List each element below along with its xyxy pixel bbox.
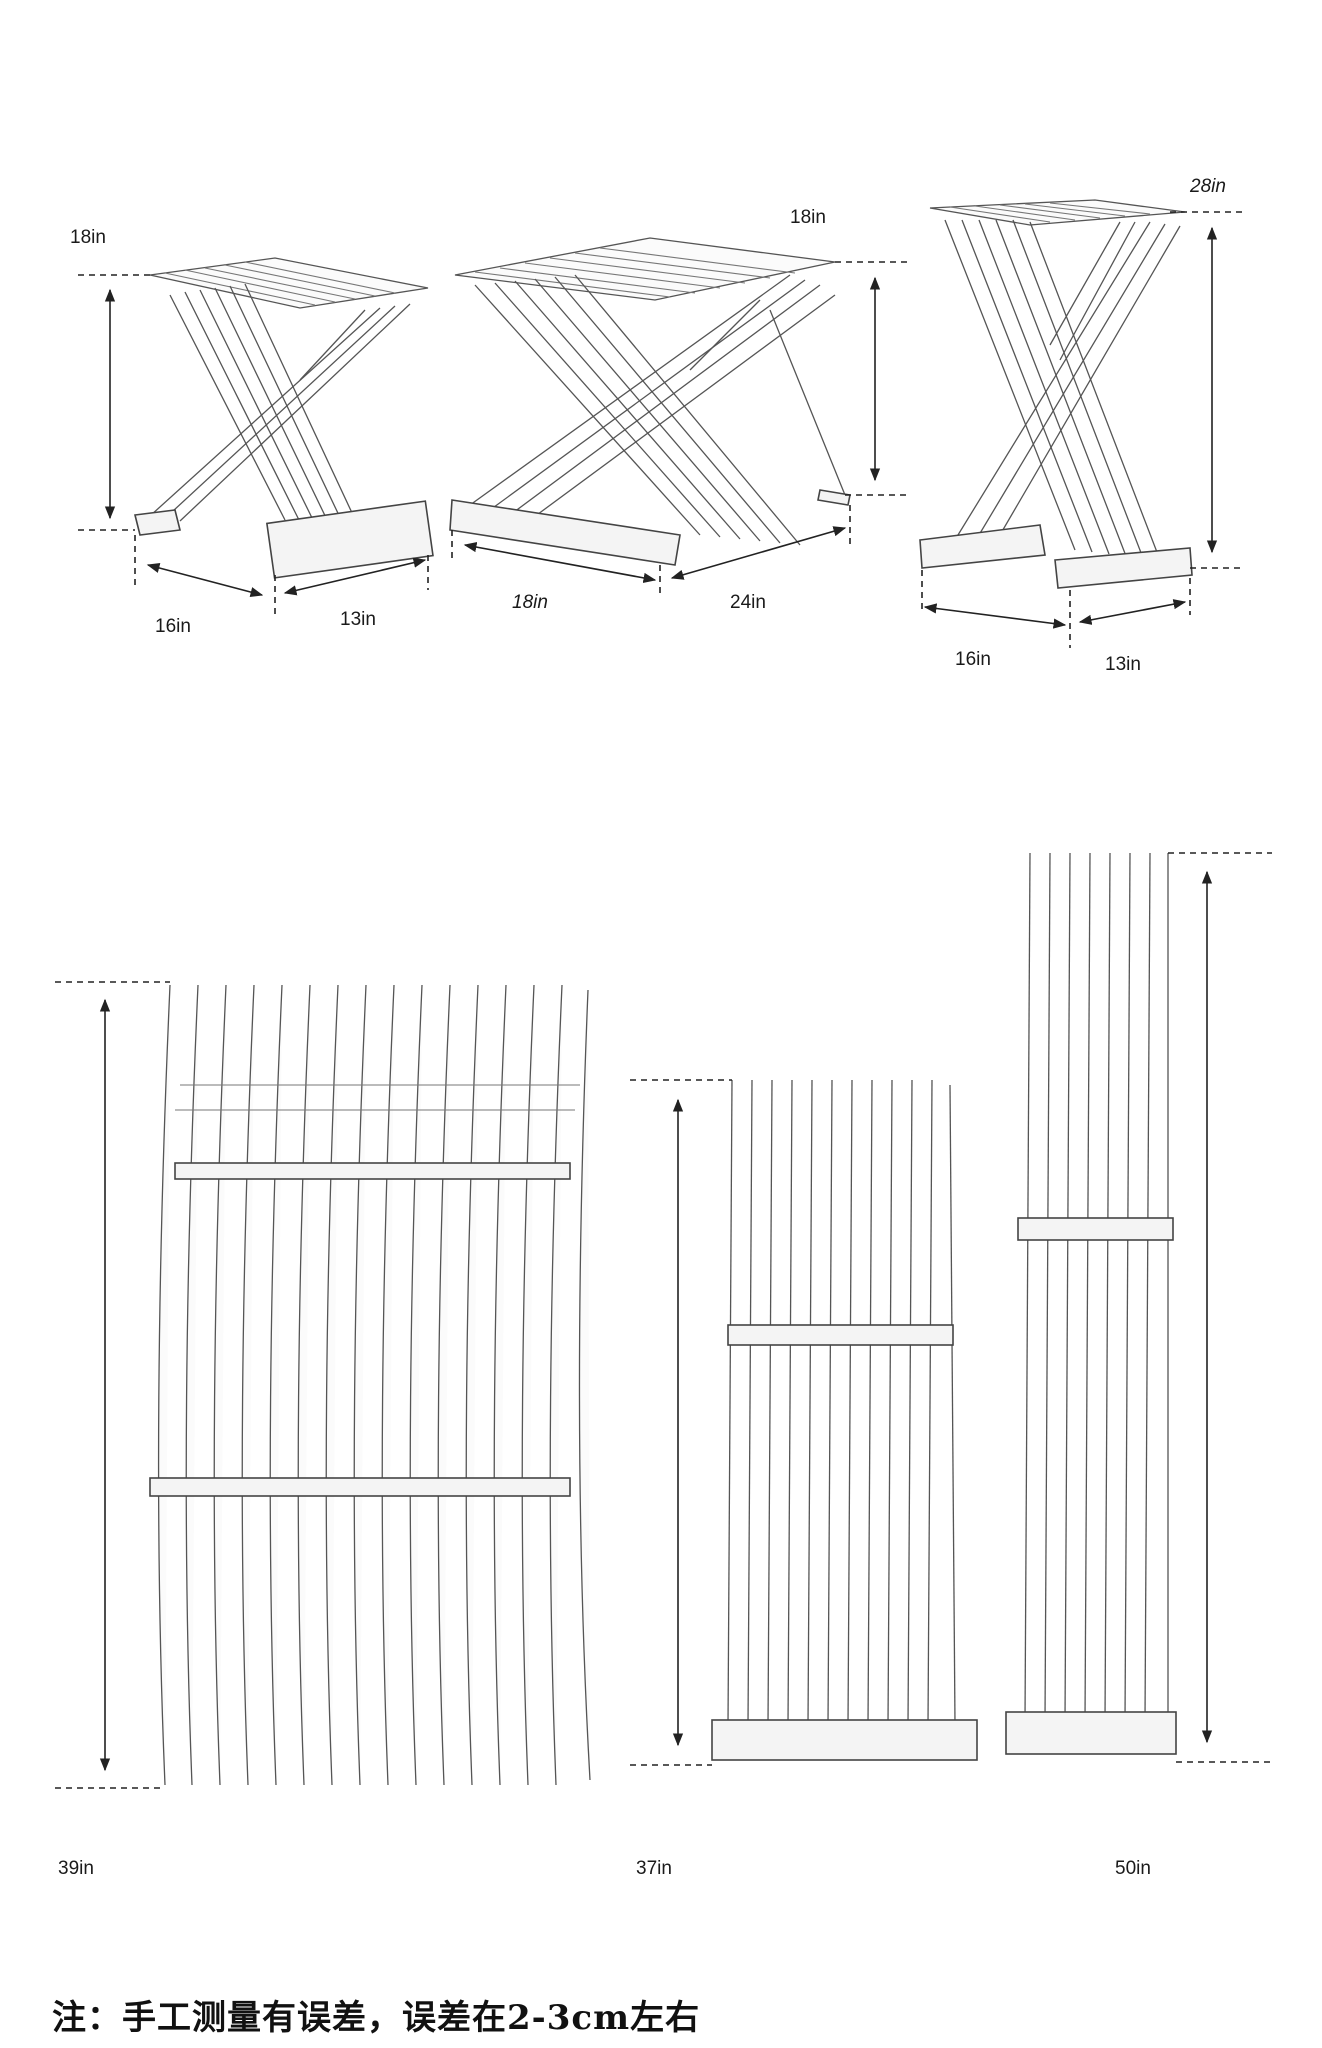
stool-1-drawing: [134, 257, 434, 579]
folded-2-length-label: 37in: [636, 1858, 672, 1879]
stool-2-depth-label: 18in: [512, 592, 548, 613]
stool-3-height-label: 28in: [1189, 176, 1226, 197]
stool-1-height-label: 18in: [70, 227, 106, 248]
stool-3-drawing: [919, 199, 1193, 589]
folded-1-length-label: 39in: [58, 1858, 94, 1879]
folded-3-length-label: 50in: [1115, 1858, 1151, 1879]
folded-1-drawing: [149, 984, 591, 1786]
stool-1-width-label: 13in: [340, 609, 376, 630]
stool-3-depth-label: 16in: [955, 649, 991, 670]
stool-3-width-label: 13in: [1105, 654, 1141, 675]
stool-2-dimensions: 18in 18in 24in: [451, 207, 910, 613]
folded-2-dimensions: 37in: [630, 1079, 732, 1879]
measurement-note: 注：手工测量有误差，误差在2-3cm左右: [52, 1998, 701, 2038]
folded-2-drawing: [711, 1079, 978, 1761]
stool-2-drawing: [449, 237, 851, 566]
stool-1-dimensions: 18in 16in 13in: [70, 227, 429, 637]
folded-1-dimensions: 39in: [55, 981, 170, 1879]
stool-2-width-label: 24in: [730, 592, 766, 613]
stool-2-height-label: 18in: [790, 207, 826, 228]
stool-1-depth-label: 16in: [155, 616, 191, 637]
stool-3-dimensions: 28in 16in 13in: [921, 176, 1245, 675]
folded-3-drawing: [1005, 852, 1177, 1755]
folded-3-dimensions: 50in: [1115, 852, 1272, 1879]
